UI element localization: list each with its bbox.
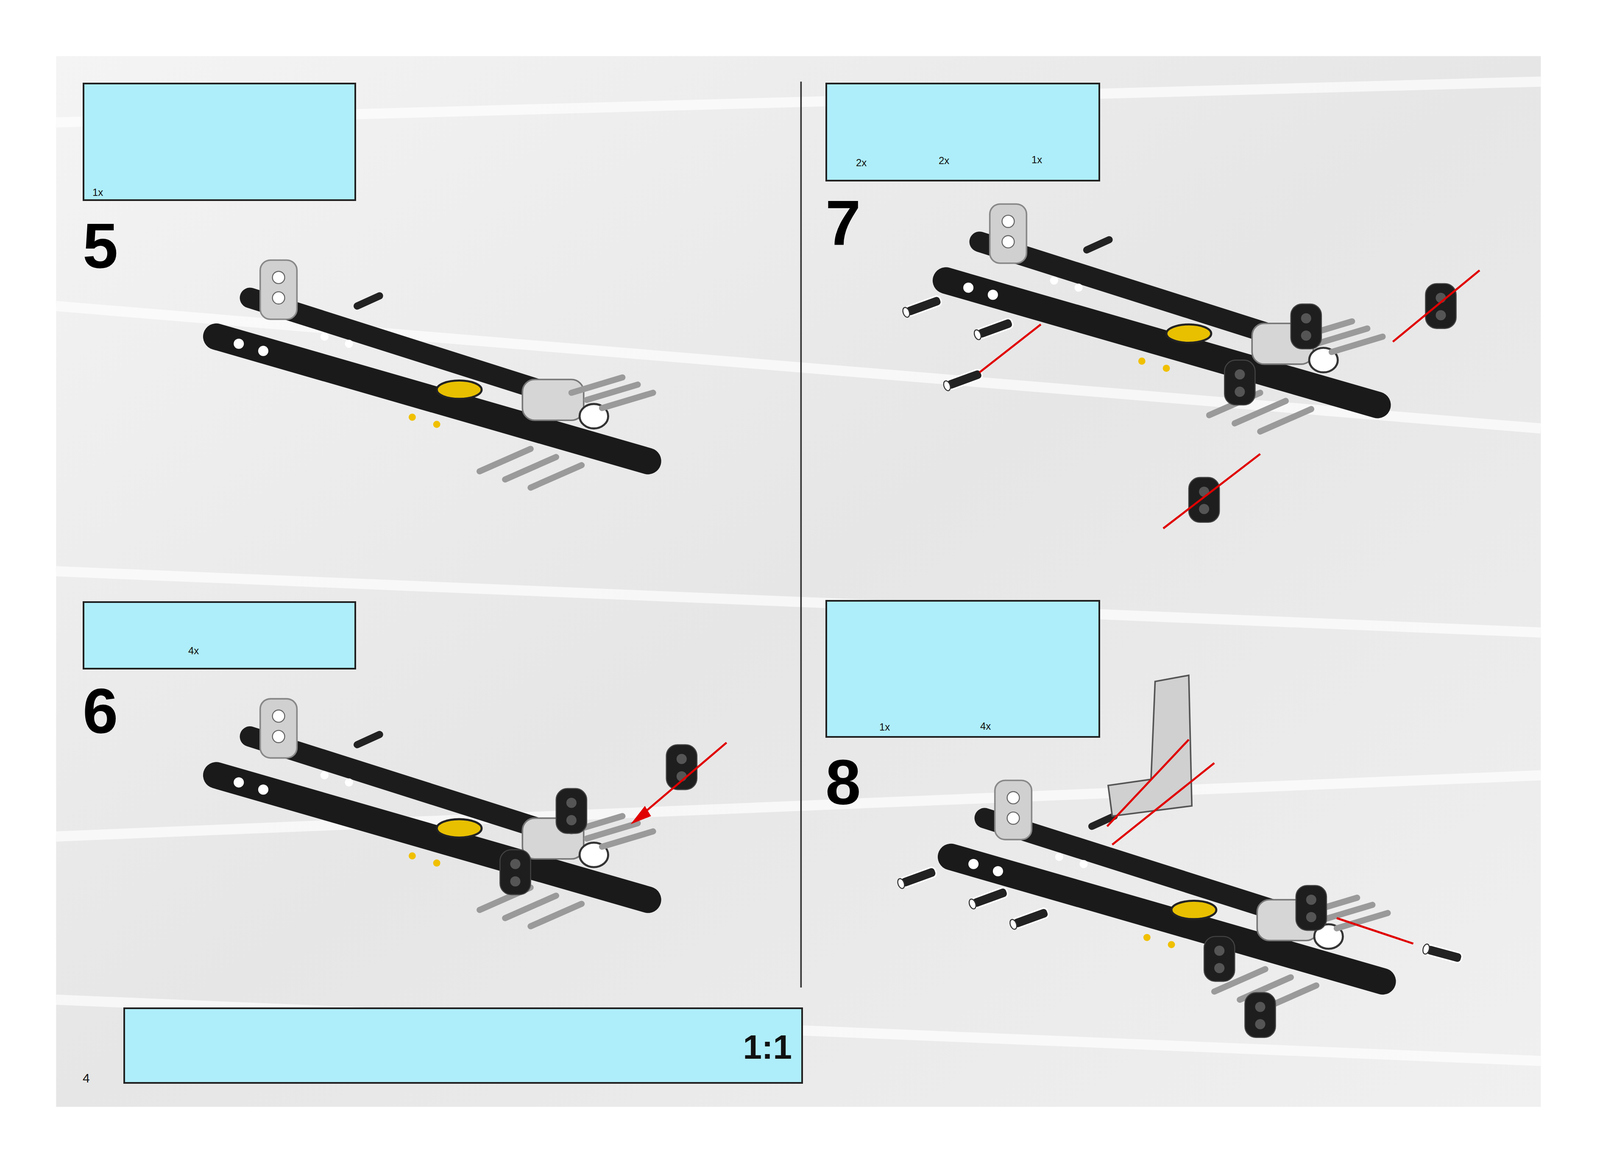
scale-label: 1:1	[742, 1030, 792, 1065]
step-number: 8	[825, 750, 861, 814]
part-count: 2x	[938, 155, 950, 166]
part-count: 2x	[855, 157, 867, 168]
parts-box: 4x	[82, 601, 357, 670]
page-number: 4	[82, 1071, 90, 1085]
part-count: 1x	[92, 187, 104, 198]
part-count: 4x	[980, 721, 991, 732]
step-number: 5	[82, 214, 118, 278]
parts-box: 2x 2x 1x	[825, 82, 1101, 182]
part-count: 1x	[879, 721, 890, 733]
parts-box: 1x 4x	[825, 599, 1101, 738]
scale-ruler-box: 1:1	[123, 1007, 803, 1084]
parts-box: 1x	[82, 82, 357, 201]
part-count: 4x	[188, 645, 199, 656]
step-number: 6	[82, 679, 118, 743]
part-count: 1x	[1031, 154, 1043, 165]
step-number: 7	[825, 191, 861, 255]
